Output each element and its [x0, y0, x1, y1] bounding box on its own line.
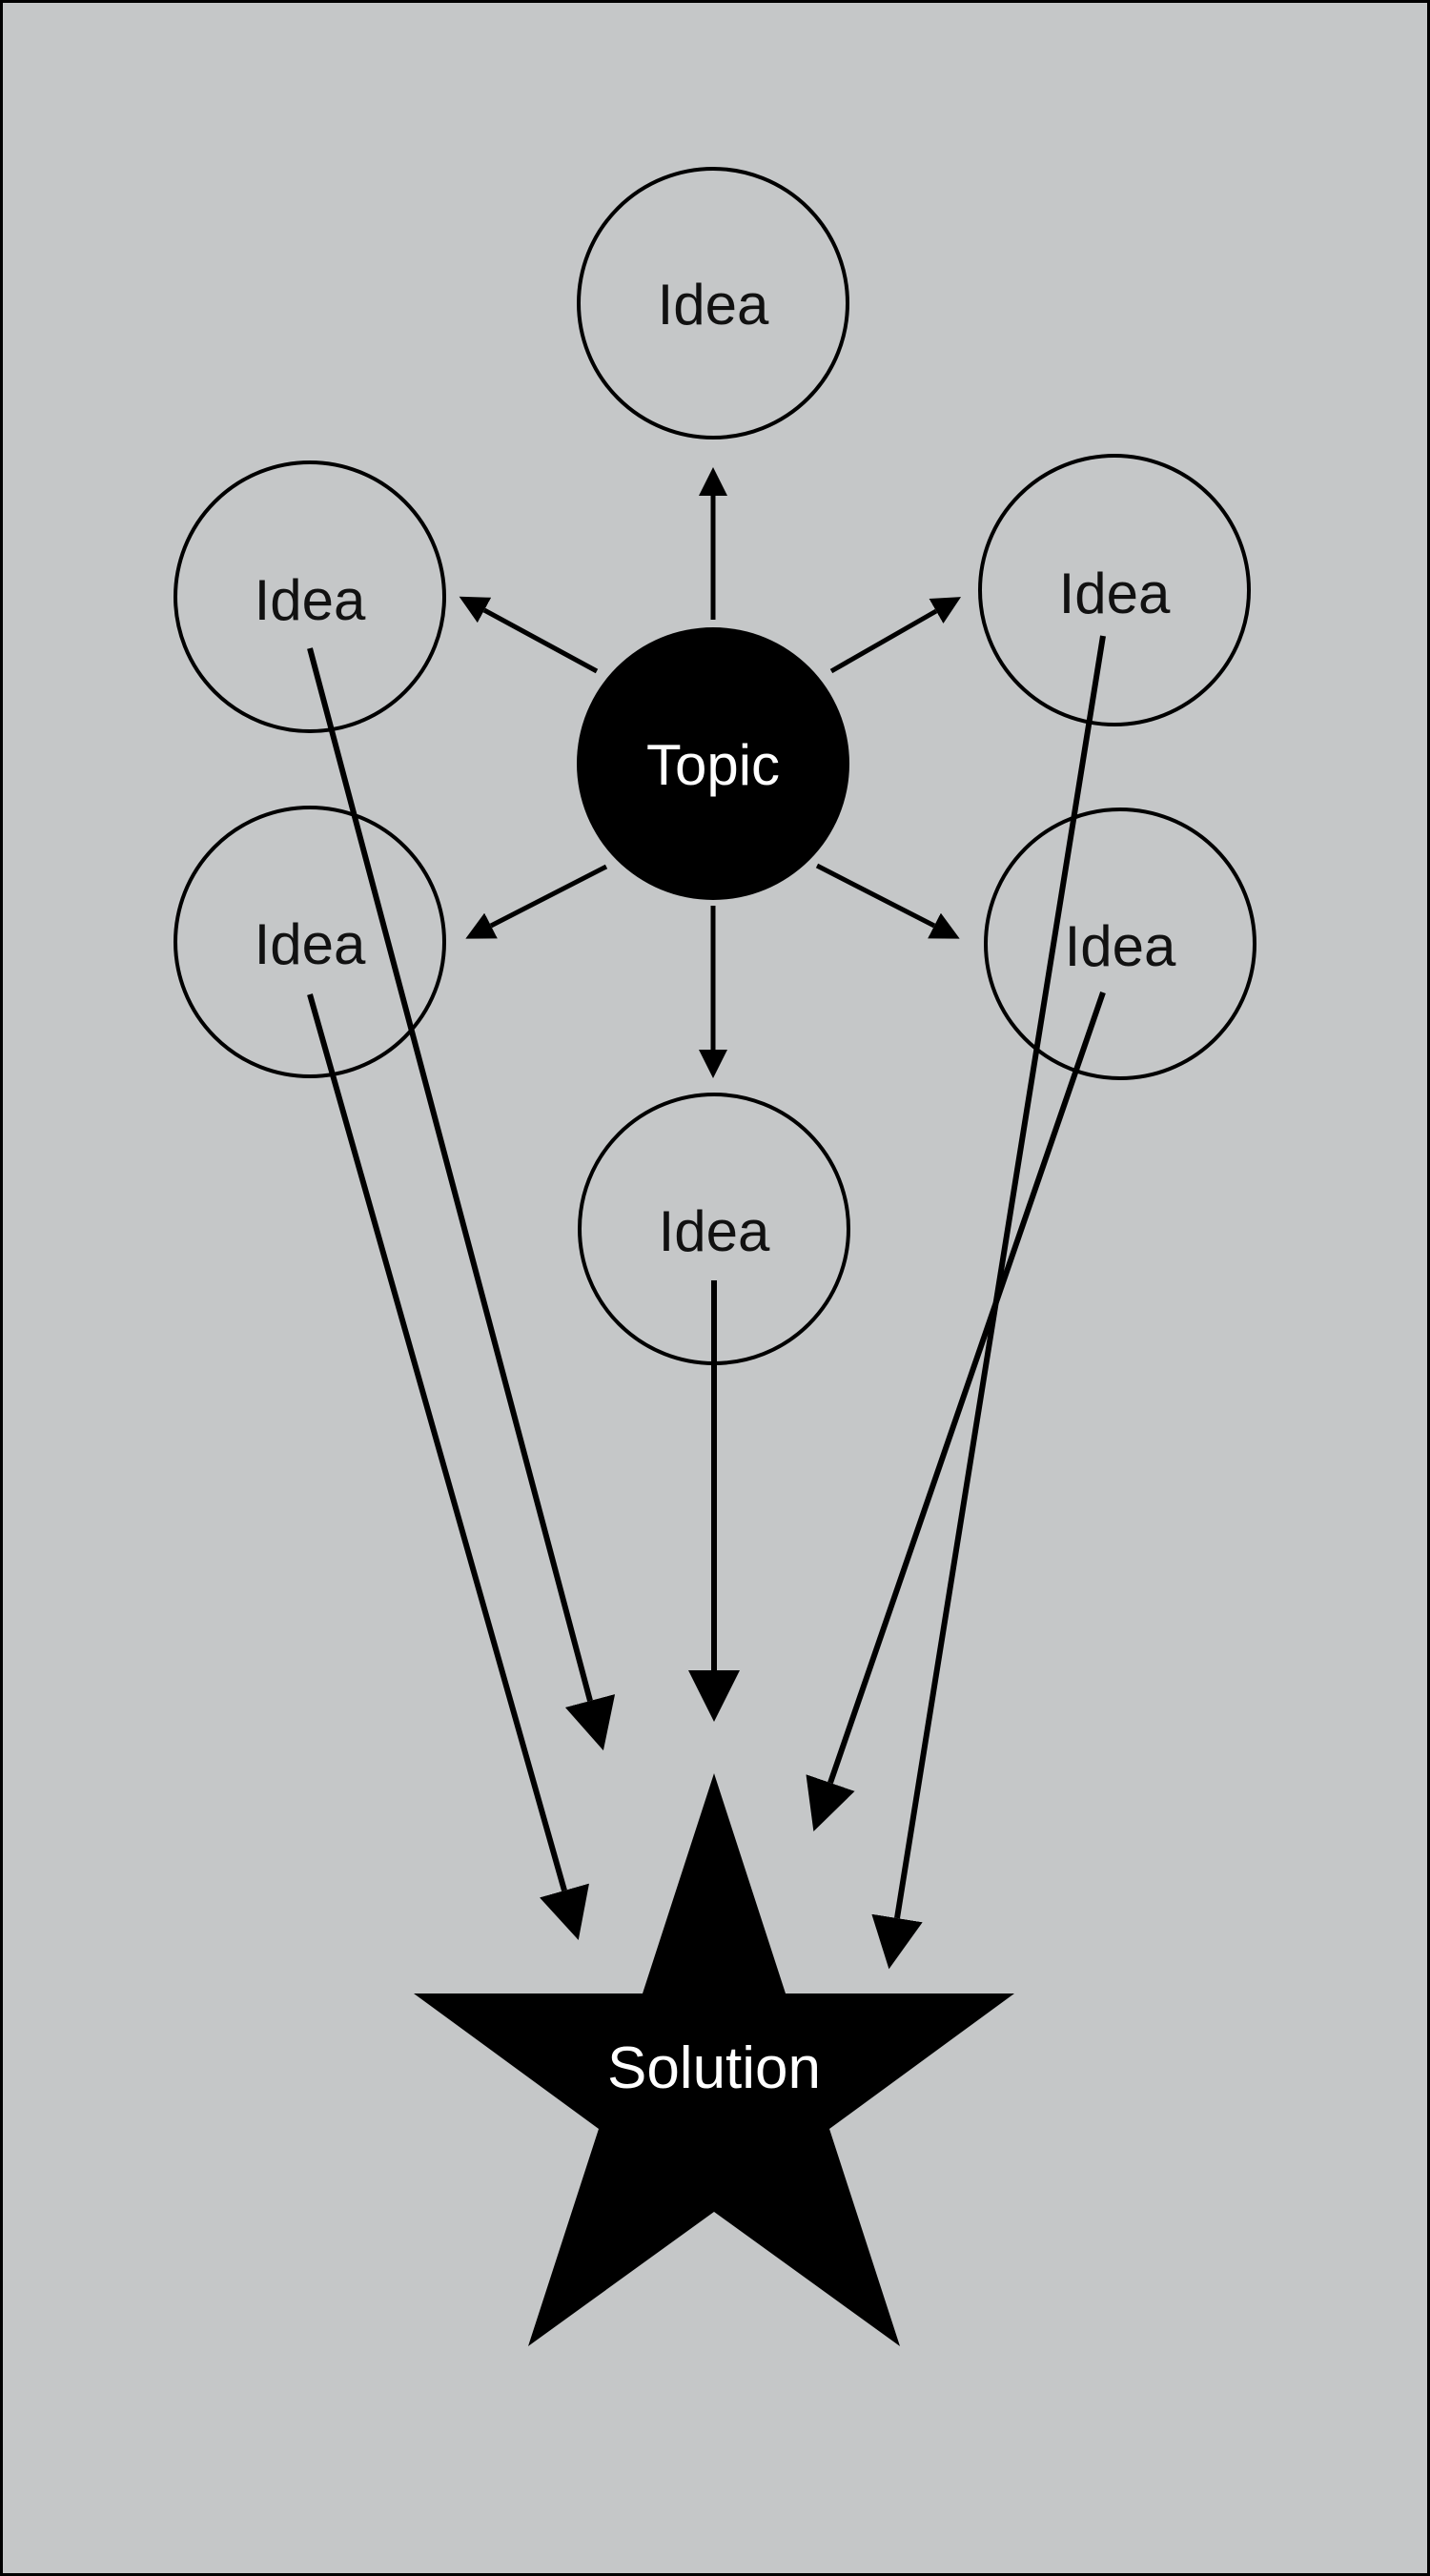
topic-label: Topic	[646, 733, 780, 797]
arrow-topic-to-idea-lower-left	[465, 864, 608, 939]
idea-node-upper-left	[174, 460, 446, 733]
arrow-topic-to-idea-upper-left	[459, 596, 599, 674]
solution-star	[414, 1773, 1014, 2346]
arrow-topic-to-idea-lower-right	[815, 863, 960, 939]
idea-node-lower-left	[174, 806, 446, 1078]
idea-label-top: Idea	[658, 273, 769, 337]
arrow-idea-upper-right-to-solution	[871, 635, 1106, 1970]
idea-label-lower-left: Idea	[255, 912, 366, 976]
arrow-idea-lower-right-to-solution	[806, 992, 1106, 1832]
arrow-idea-upper-left-to-solution	[307, 647, 616, 1751]
idea-node-upper-right	[978, 454, 1251, 726]
topic-node	[577, 627, 849, 900]
idea-label-lower-right: Idea	[1065, 914, 1176, 978]
idea-label-bottom: Idea	[659, 1199, 770, 1263]
arrow-idea-lower-left-to-solution	[307, 993, 589, 1940]
idea-label-upper-right: Idea	[1059, 562, 1171, 625]
idea-node-lower-right	[984, 808, 1256, 1080]
idea-node-top	[577, 167, 849, 440]
solution-label: Solution	[607, 2035, 821, 2101]
idea-label-upper-left: Idea	[255, 568, 366, 632]
arrow-topic-to-idea-upper-right	[829, 597, 962, 674]
